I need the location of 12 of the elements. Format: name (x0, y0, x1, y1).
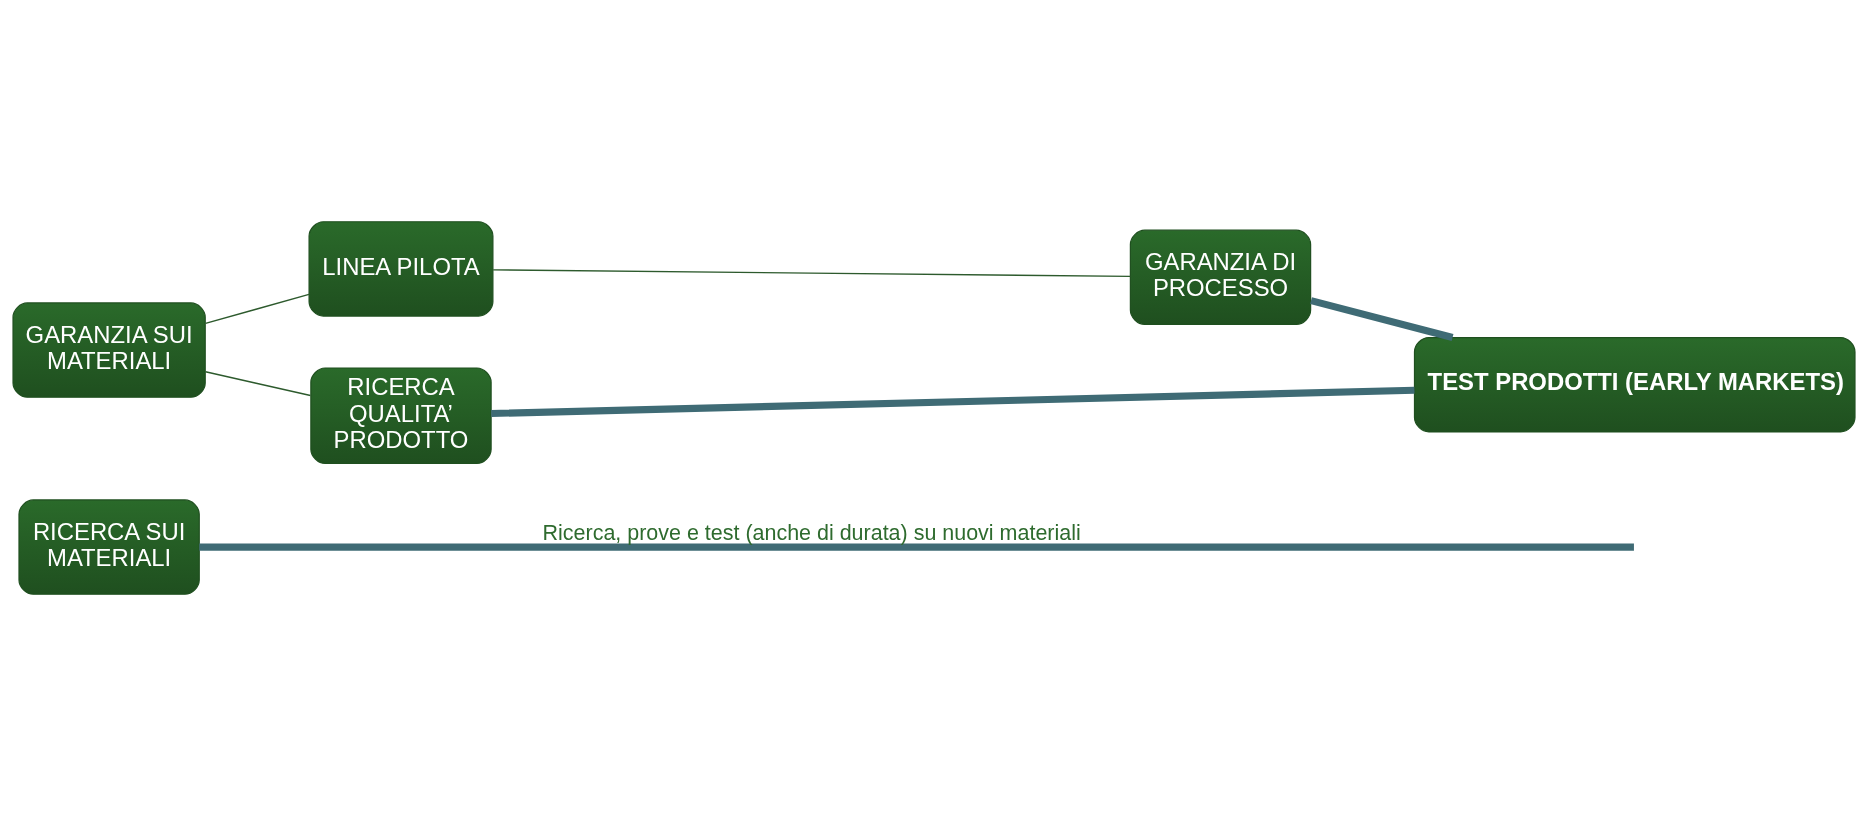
edge-label: Ricerca, prove e test (anche di durata) su nuovi materiali (542, 521, 1081, 546)
node-box: TEST PRODOTTI (EARLY MARKETS) (1413, 336, 1856, 433)
connector (1310, 297, 1454, 341)
node-box: RICERCA SUI MATERIALI (18, 499, 200, 595)
connector (491, 386, 1415, 418)
node-box: GARANZIA SUI MATERIALI (12, 302, 206, 398)
connector (204, 293, 310, 325)
connector (204, 371, 312, 397)
node-box: RICERCA QUALITA’ PRODOTTO (310, 367, 492, 465)
connector (492, 269, 1131, 278)
node-box: GARANZIA DI PROCESSO (1129, 229, 1312, 326)
node-box: LINEA PILOTA (308, 221, 494, 317)
